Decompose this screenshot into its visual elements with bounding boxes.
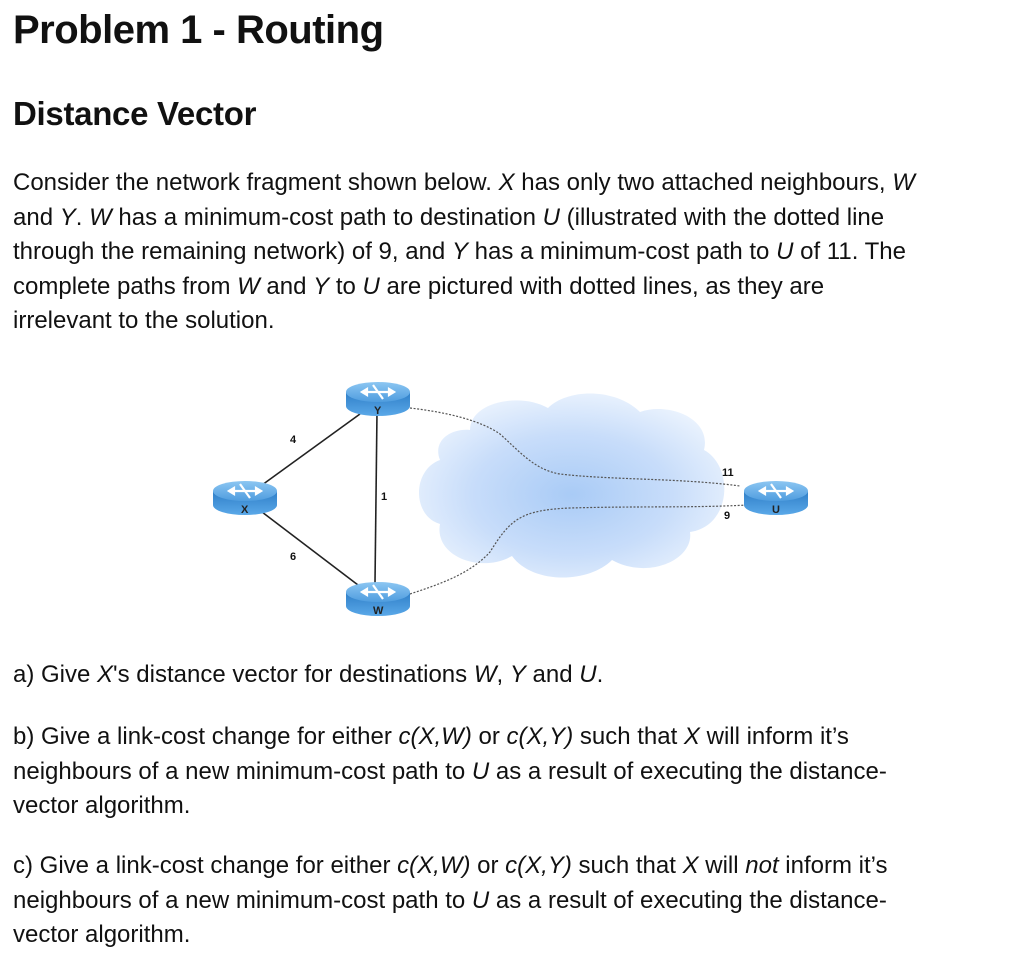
cost-label-xy: 4 (290, 434, 297, 446)
router-y: Y (346, 382, 410, 417)
intro-line: irrelevant to the solution. (13, 307, 275, 334)
arrows-icon (359, 384, 397, 400)
cost-label-xw: 6 (290, 551, 296, 563)
link-x-w (261, 511, 359, 586)
section-heading: Distance Vector (13, 95, 257, 132)
intro-line: complete paths from W and Y to U are pic… (13, 272, 825, 300)
router-x: X (213, 481, 277, 516)
router-w: W (346, 582, 410, 617)
router-u: U (744, 481, 808, 516)
intro-line: and Y. W has a minimum-cost path to dest… (13, 203, 885, 231)
arrows-icon (359, 584, 397, 600)
router-u-label: U (772, 504, 780, 516)
arrows-icon (226, 483, 264, 499)
router-y-label: Y (374, 405, 382, 417)
intro-line: Consider the network fragment shown belo… (13, 169, 915, 196)
link-y-w (374, 411, 378, 584)
intro-paragraph: Consider the network fragment shown belo… (13, 166, 1013, 339)
cost-label-yw: 1 (381, 491, 387, 503)
cost-label-yu: 11 (722, 467, 734, 479)
question-a: a) Give X's distance vector for destinat… (13, 661, 604, 688)
page-title: Problem 1 - Routing (13, 8, 384, 52)
question-b: b) Give a link-cost change for either c(… (13, 723, 887, 819)
question-c: c) Give a link-cost change for either c(… (13, 852, 888, 948)
cloud-network (419, 393, 725, 578)
link-x-y (261, 413, 361, 486)
router-w-label: W (373, 605, 384, 617)
arrows-icon (757, 483, 795, 499)
dotted-path-y-to-u (409, 407, 741, 487)
cost-label-wu: 9 (724, 510, 730, 522)
intro-line: through the remaining network) of 9, and… (13, 238, 906, 265)
router-x-label: X (241, 504, 249, 516)
dotted-paths (409, 407, 749, 595)
links (261, 411, 378, 586)
dotted-path-w-to-u (409, 504, 749, 595)
